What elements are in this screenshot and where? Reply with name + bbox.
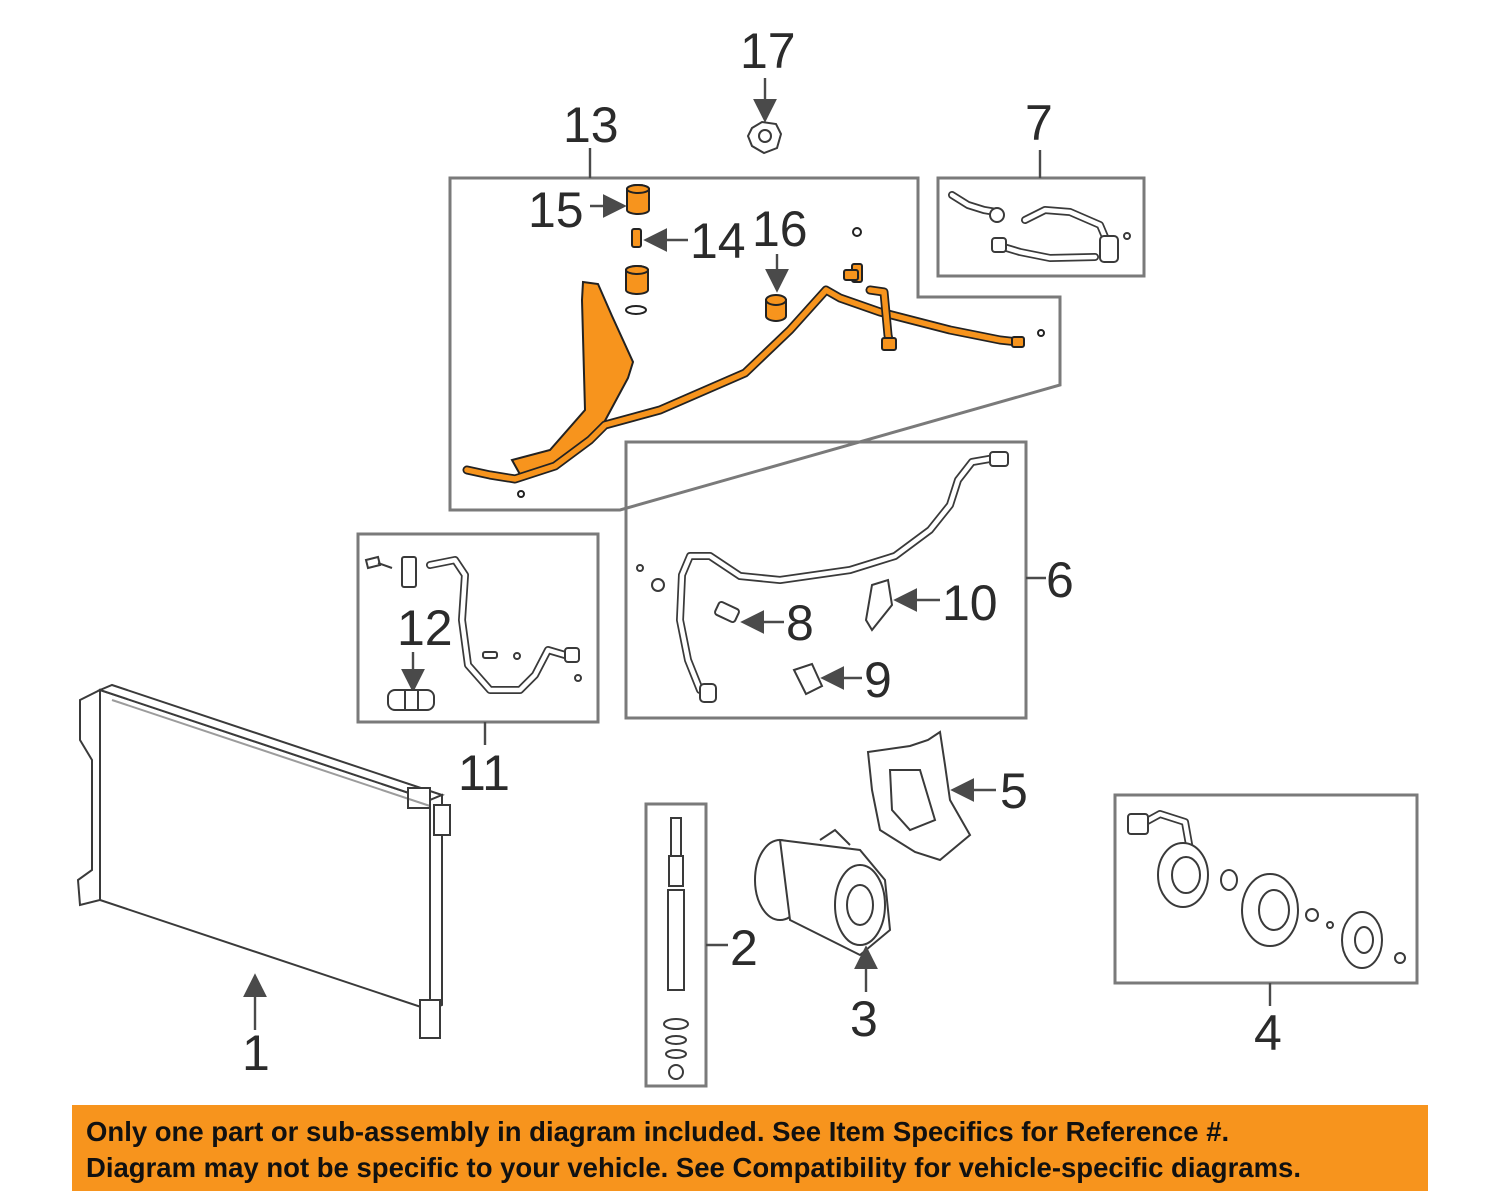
service-cap-part[interactable] [626, 184, 650, 215]
callout-13[interactable]: 13 [563, 97, 619, 153]
ac-line-assembly-group: 13 15 14 16 [448, 97, 1062, 512]
ac-liquid-line-part[interactable] [364, 555, 582, 694]
callout-10[interactable]: 10 [942, 575, 998, 631]
condenser-part[interactable] [76, 683, 451, 1039]
group-13-box [448, 176, 1062, 512]
callout-17[interactable]: 17 [740, 23, 796, 79]
group-4-box [1113, 793, 1419, 985]
callout-1[interactable]: 1 [242, 1025, 270, 1081]
callout-3[interactable]: 3 [850, 991, 878, 1047]
callout-9[interactable]: 9 [864, 652, 892, 708]
group-11-box [356, 532, 600, 724]
group-6-box [624, 440, 1028, 720]
parts-diagram: 13 15 14 16 [76, 23, 1419, 1088]
callout-16[interactable]: 16 [752, 201, 808, 257]
compressor-clutch-part[interactable] [1127, 810, 1406, 969]
insulator-part-9[interactable] [792, 662, 824, 696]
callout-4[interactable]: 4 [1254, 1005, 1282, 1061]
group-11: 11 12 [356, 532, 600, 801]
callout-8[interactable]: 8 [786, 595, 814, 651]
receiver-drier-part[interactable] [663, 817, 689, 1080]
port-cap-part [625, 265, 649, 315]
callout-11[interactable]: 11 [458, 745, 510, 801]
notice-banner: Only one part or sub-assembly in diagram… [72, 1105, 1428, 1191]
clutch-group: 4 [1113, 793, 1419, 1061]
group-7: 7 [936, 95, 1146, 278]
ac-suction-hose-part[interactable] [636, 451, 1009, 703]
callout-6[interactable]: 6 [1046, 552, 1074, 608]
callout-7[interactable]: 7 [1025, 95, 1053, 151]
notice-line-2: Diagram may not be specific to your vehi… [86, 1152, 1301, 1183]
notice-line-1: Only one part or sub-assembly in diagram… [86, 1116, 1230, 1147]
callout-5[interactable]: 5 [1000, 763, 1028, 819]
compressor-bracket-group: 5 [866, 730, 1028, 862]
callout-15[interactable]: 15 [528, 182, 584, 238]
ac-compressor-part[interactable] [754, 828, 892, 957]
drier-group: 2 [644, 802, 758, 1088]
group-6: 6 8 10 9 [624, 440, 1074, 720]
valve-core-part[interactable] [631, 228, 642, 248]
line-bracket-part[interactable] [948, 191, 1131, 263]
condenser-group: 1 [76, 683, 451, 1081]
nut-part-group: 17 [740, 23, 796, 155]
pressure-switch-part[interactable] [387, 689, 435, 711]
seal-part-8[interactable] [714, 600, 740, 624]
callout-2[interactable]: 2 [730, 920, 758, 976]
seal-part[interactable] [765, 294, 787, 322]
ac-hose-assembly[interactable] [462, 227, 1045, 498]
nut-part[interactable] [746, 120, 783, 155]
callout-14[interactable]: 14 [690, 213, 746, 269]
callout-12[interactable]: 12 [397, 600, 453, 656]
compressor-group: 3 [754, 828, 892, 1047]
compressor-bracket-part[interactable] [866, 730, 972, 862]
bracket-part-10[interactable] [864, 578, 894, 632]
